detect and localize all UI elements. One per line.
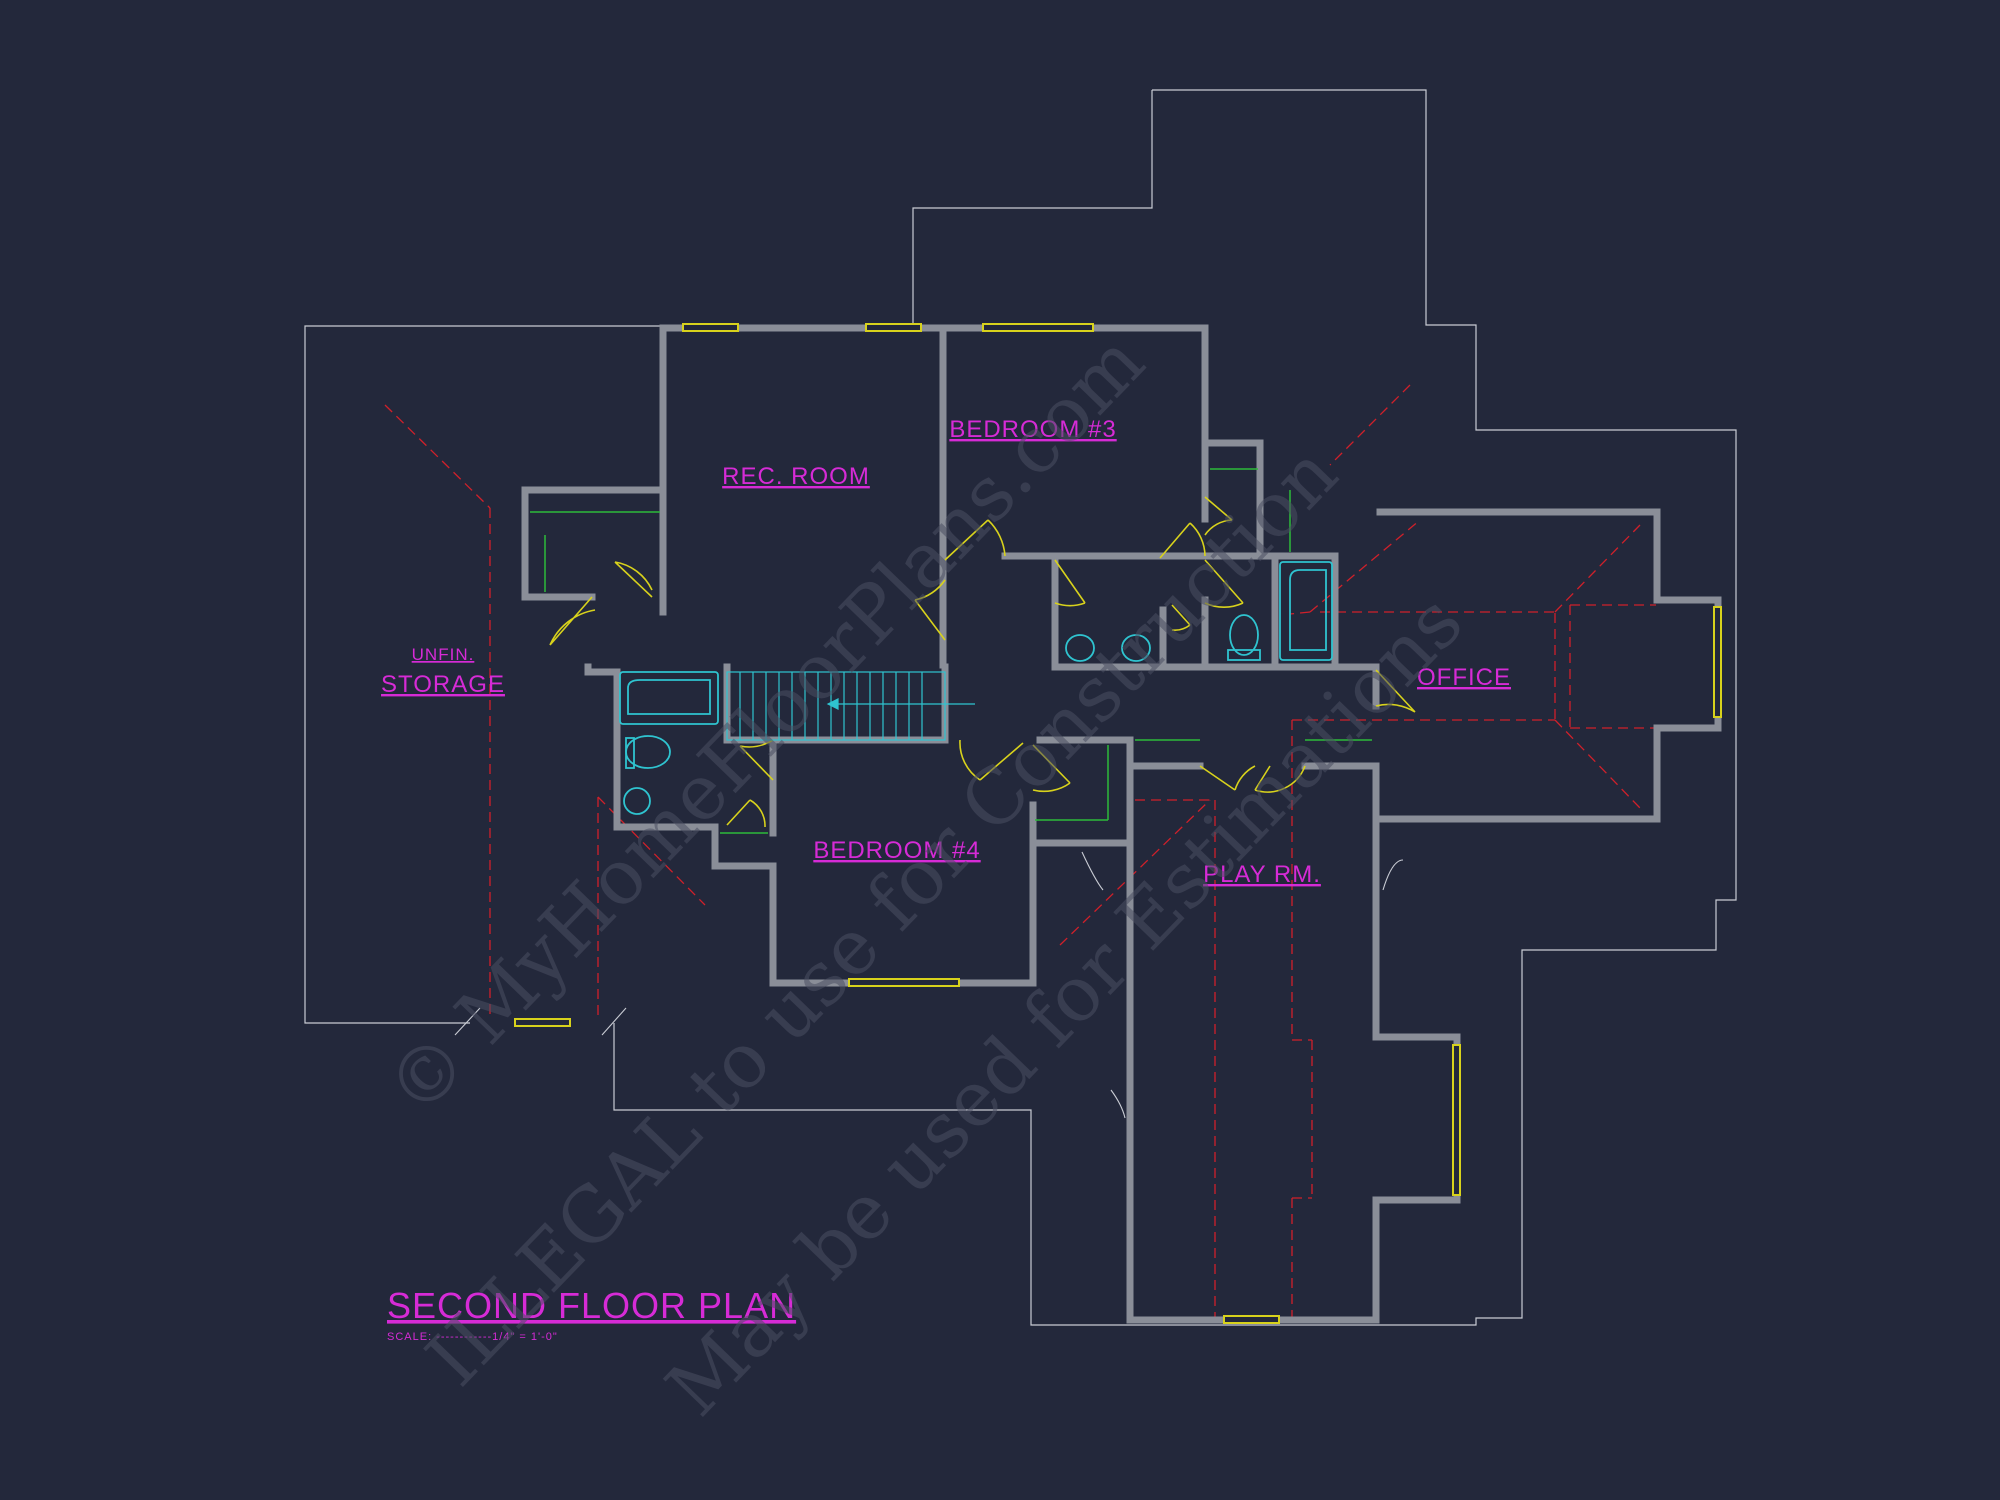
stair [726, 671, 975, 741]
doors [549, 496, 1416, 828]
room-labels: REC. ROOM BEDROOM #3 BEDROOM #4 OFFICE P… [381, 416, 1511, 888]
room-label-unfin: UNFIN. [412, 645, 475, 664]
attic-marks [454, 851, 1404, 1119]
room-label-play-rm: PLAY RM. [1203, 861, 1321, 888]
windows [514, 323, 1722, 1324]
plan-title: SECOND FLOOR PLAN [387, 1285, 796, 1326]
plan-scale: SCALE: ------------1/4" = 1'-0" [387, 1331, 558, 1343]
bath-fixtures [619, 561, 1333, 815]
walls [521, 324, 1722, 1324]
room-label-rec-room: REC. ROOM [722, 463, 870, 490]
room-label-bedroom-3: BEDROOM #3 [949, 416, 1116, 443]
room-label-storage: STORAGE [381, 671, 505, 698]
room-label-office: OFFICE [1417, 664, 1511, 691]
cabinets [530, 468, 1372, 834]
room-label-bedroom-4: BEDROOM #4 [813, 837, 980, 864]
